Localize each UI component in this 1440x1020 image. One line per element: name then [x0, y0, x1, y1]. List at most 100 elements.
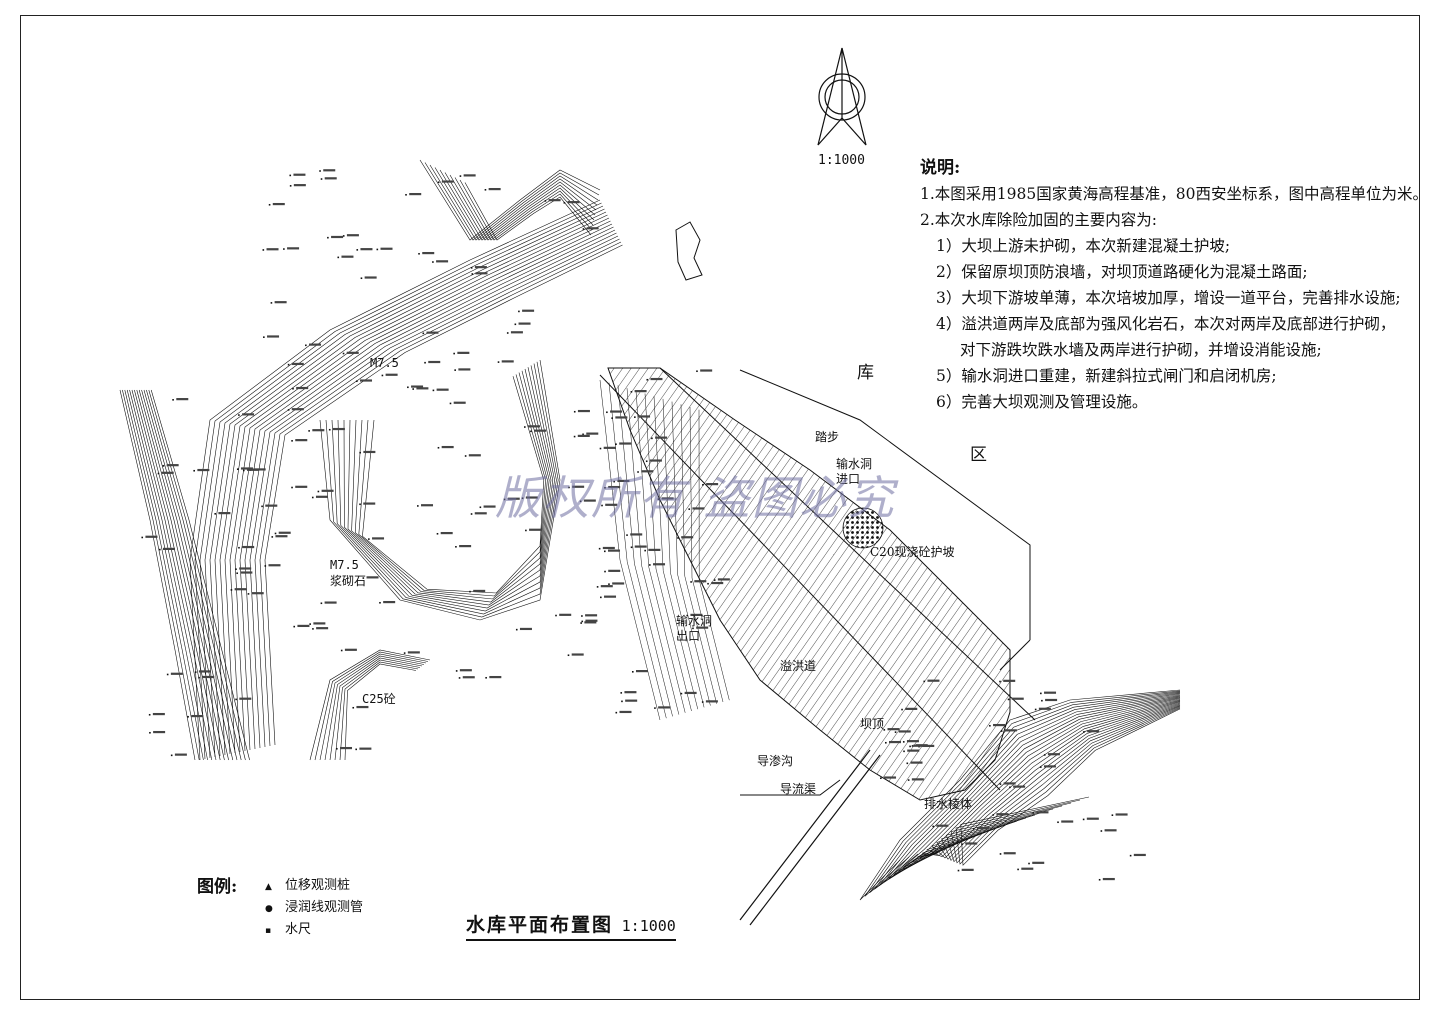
elevation-spot: [580, 621, 597, 624]
elevation-spot: [274, 531, 291, 535]
contour-line: [698, 409, 730, 701]
contour-line: [626, 388, 680, 715]
elevation-spot: [405, 192, 422, 196]
elevation-spot: [359, 502, 376, 506]
elevation-spot: [458, 676, 475, 679]
note-sub-2: 2）保留原坝顶防浪墙，对坝顶道路硬化为混凝土路面;: [936, 263, 1308, 281]
elevation-spot: [436, 531, 453, 535]
contour-line: [444, 172, 596, 241]
label-drain-prism: 排水棱体: [924, 797, 973, 811]
contour-line: [314, 651, 429, 761]
elevation-spot: [342, 234, 359, 237]
elevation-spot: [1082, 817, 1099, 821]
elevation-spot: [601, 503, 618, 507]
elevation-spot: [340, 648, 357, 652]
contour-line: [903, 697, 1181, 868]
elevation-spot: [604, 549, 621, 553]
elevation-spot: [417, 504, 434, 507]
elevation-spot: [1129, 853, 1146, 857]
elevation-spot: [626, 533, 643, 536]
elevation-spot: [544, 199, 561, 202]
north-scale-label: 1:1000: [818, 153, 865, 168]
dam-body: [607, 367, 1011, 801]
elevation-spot: [453, 351, 470, 355]
contour-line: [138, 389, 229, 761]
elevation-spot: [1041, 698, 1058, 702]
elevation-spot: [582, 227, 599, 230]
elevation-spot: [909, 744, 926, 748]
elevation-spot: [312, 627, 329, 630]
dot-icon: ●: [265, 904, 273, 914]
elevation-spot: [906, 761, 923, 765]
elevation-spot: [525, 528, 542, 532]
elevation-spot: [630, 390, 647, 393]
elevation-spot: [455, 669, 472, 672]
contour-line: [264, 244, 623, 746]
contour-line: [864, 690, 1181, 897]
elevation-spot: [563, 201, 580, 204]
note-item-2: 2.本次水库除险加固的主要内容为:: [920, 211, 1158, 229]
elevation-spot: [214, 512, 231, 515]
contour-line: [439, 169, 597, 241]
elevation-spot: [555, 613, 572, 617]
elevation-spot: [613, 479, 630, 483]
contour-line: [347, 368, 552, 606]
contour-line: [319, 359, 561, 621]
elevation-spot: [238, 413, 255, 416]
elevation-spot: [645, 459, 662, 463]
elevation-spot: [305, 343, 322, 347]
elevation-spot: [579, 499, 596, 503]
label-reservoir-qu: 区: [970, 445, 987, 465]
contour-line: [419, 159, 601, 241]
elevation-spot: [518, 309, 535, 313]
elevation-spot: [604, 485, 621, 489]
elevation-spot: [702, 483, 719, 486]
elevation-spot: [236, 571, 253, 575]
contour-line: [653, 396, 699, 710]
contour-line: [194, 202, 602, 760]
elevation-spot: [1057, 820, 1074, 824]
contour-line: [617, 385, 673, 717]
label-m75-top: M7.5: [370, 356, 399, 370]
elevation-spot: [289, 173, 306, 177]
elevation-spot: [455, 545, 472, 548]
contour-line: [143, 389, 238, 761]
label-reservoir-ku: 库: [857, 363, 874, 383]
north-arrow-icon: [817, 47, 867, 146]
elevation-spot: [166, 672, 183, 676]
elevation-spot: [263, 335, 280, 338]
note-sub-3: 3）大坝下游坡单薄，本次培坡加厚，增设一道平台，完善排水设施;: [936, 289, 1401, 307]
elevation-spot: [604, 569, 621, 573]
contour-line: [358, 374, 546, 597]
elevation-spot: [1000, 729, 1017, 732]
elevation-spot: [235, 567, 252, 570]
elevation-spot: [1083, 730, 1100, 733]
drawing-frame: [20, 15, 1420, 1000]
contour-line: [926, 702, 1181, 858]
triangle-icon: ▲: [265, 882, 272, 892]
elevation-spot: [320, 601, 337, 605]
note-sub-4a: 4）溢洪道两岸及底部为强风化岩石，本次对两岸及底部进行护砌，: [936, 315, 1396, 333]
contour-line: [635, 390, 686, 713]
elevation-spot: [172, 398, 189, 401]
elevation-spots: [141, 169, 1146, 881]
elevation-spot: [1040, 691, 1057, 695]
elevation-spot: [403, 651, 420, 654]
elevation-spot: [651, 436, 668, 440]
elevation-spot: [198, 675, 215, 679]
contour-line: [229, 223, 613, 753]
contour-line: [893, 696, 1181, 876]
contour-line: [309, 649, 431, 761]
elevation-spot: [470, 266, 487, 269]
elevation-spot: [262, 248, 279, 251]
contour-line: [224, 220, 611, 754]
note-sub-5: 5）输水洞进口重建，新建斜拉式闸门和启闭机房;: [936, 367, 1277, 385]
contour-line: [941, 705, 1181, 861]
elevation-spot: [432, 388, 449, 392]
contour-line: [214, 214, 608, 756]
contour-line: [126, 389, 208, 761]
elevation-spot: [999, 852, 1016, 855]
contour-line: [354, 372, 548, 600]
elevation-spot: [236, 467, 253, 470]
